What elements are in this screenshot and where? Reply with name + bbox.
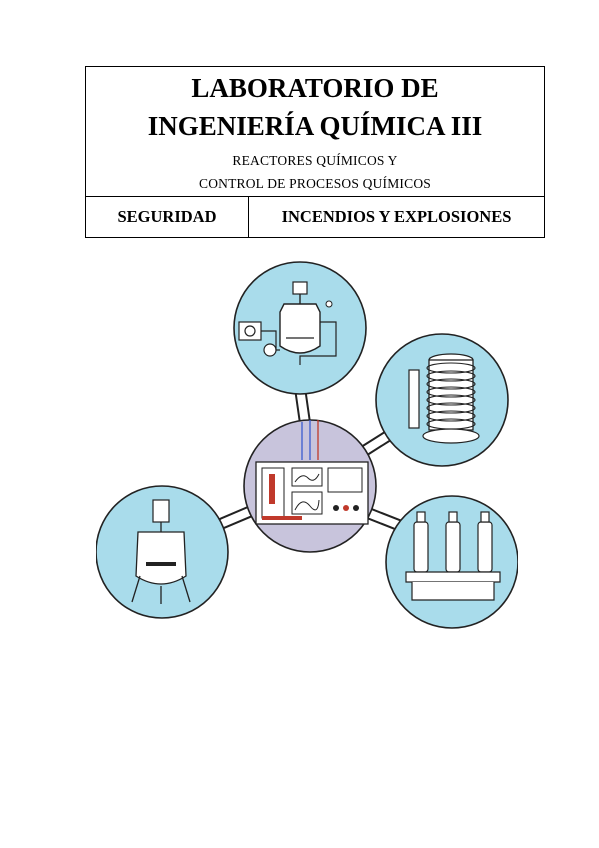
section-topic: INCENDIOS Y EXPLOSIONES [281,207,512,226]
connector-right-bottom [362,507,407,532]
title-line-1: LABORATORIO DE [191,73,439,103]
title-block: LABORATORIO DE INGENIERÍA QUÍMICA III RE… [86,67,544,197]
equipment-diagram [96,261,518,629]
subtitle-line-2: CONTROL DE PROCESOS QUÍMICOS [198,176,431,191]
coil-reactor-icon [375,333,509,467]
multi-reactor-icon [385,495,518,629]
section-category: SEGURIDAD [86,197,249,237]
stirred-tank-icon [96,485,229,619]
subtitle-line-1: REACTORES QUÍMICOS Y [232,153,398,168]
document-header: LABORATORIO DE INGENIERÍA QUÍMICA III RE… [85,66,545,238]
title-line-2: INGENIERÍA QUÍMICA III [147,111,483,141]
reactor-system-icon [233,261,367,395]
control-panel-icon [243,419,377,553]
